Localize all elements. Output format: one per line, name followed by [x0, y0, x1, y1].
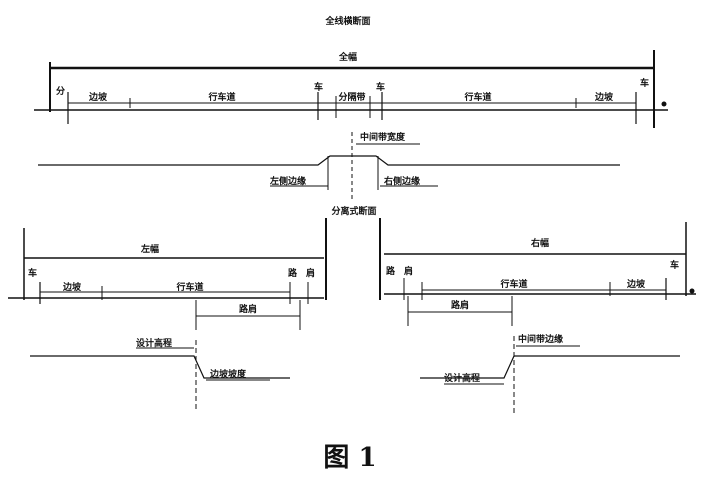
left-end-right-2: 肩 — [305, 267, 315, 279]
top-seg-left-2: 行车道 — [207, 91, 235, 103]
left-overall-label: 左幅 — [140, 243, 159, 255]
top-seg-mid: 分隔带 — [338, 91, 365, 103]
left-end-left: 车 — [28, 267, 37, 279]
top-left-edge-label: 左侧边缘 — [269, 175, 306, 187]
left-sub-label: 路肩 — [239, 303, 257, 315]
top-title: 全线横断面 — [324, 15, 370, 27]
right-overall-label: 右幅 — [530, 237, 549, 249]
left-section: 左幅 车 路 肩 边坡 行车道 路肩 设计高程 边坡坡度 — [8, 228, 324, 410]
top-seg-left-1: 边坡 — [88, 91, 108, 103]
top-crown-label: 中间带宽度 — [360, 131, 406, 143]
left-seg-1: 边坡 — [62, 281, 82, 293]
left-slope-label: 边坡坡度 — [209, 368, 247, 380]
top-end-right: 车 — [640, 77, 649, 89]
right-end-right: 车 — [670, 259, 679, 271]
left-end-right-1: 路 — [288, 267, 298, 279]
figure-caption: 图 1 — [323, 443, 376, 473]
right-sub-label: 路肩 — [451, 299, 469, 311]
top-right-edge-label: 右侧边缘 — [383, 175, 420, 187]
right-section: 右幅 路 肩 车 行车道 边坡 路肩 设计高程 中间带边缘 — [384, 222, 696, 414]
top-end-left: 分 — [56, 85, 65, 97]
top-section: 全幅 分 车 车 车 边坡 行车道 分隔带 行车道 边坡 中间带宽度 左侧边缘 — [34, 50, 668, 200]
right-crown-label: 中间带边缘 — [518, 333, 563, 345]
right-seg-2: 边坡 — [626, 278, 646, 290]
right-end-left-1: 路 — [386, 265, 396, 277]
top-overall-label: 全幅 — [338, 51, 357, 63]
top-seg-right-1: 行车道 — [463, 91, 491, 103]
right-end-left-2: 肩 — [403, 265, 413, 277]
right-edge-label: 设计高程 — [444, 372, 480, 384]
top-right-mark: 车 — [376, 81, 385, 93]
right-seg-1: 行车道 — [499, 278, 527, 290]
top-seg-right-2: 边坡 — [594, 91, 614, 103]
top-left-mark: 车 — [314, 81, 323, 93]
left-edge-label: 设计高程 — [136, 337, 172, 349]
middle-title: 分离式断面 — [331, 205, 376, 217]
left-seg-2: 行车道 — [175, 281, 203, 293]
